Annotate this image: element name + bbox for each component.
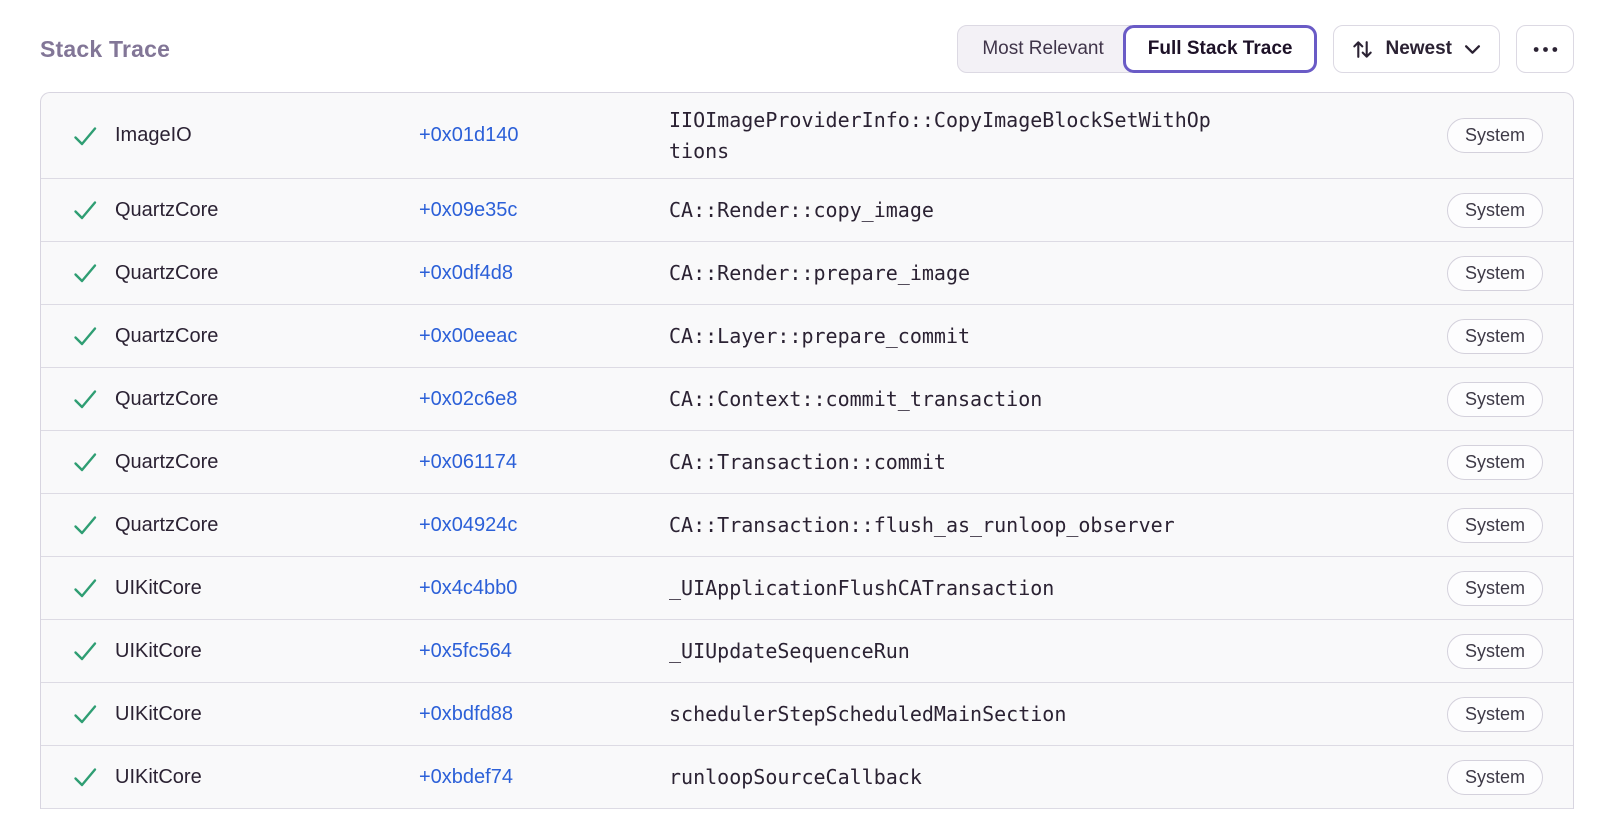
frame-address-link[interactable]: +0xbdef74	[419, 765, 513, 788]
frame-module: QuartzCore	[115, 324, 219, 347]
checkmark-icon	[71, 574, 115, 602]
frame-function: IIOImageProviderInfo::CopyImageBlockSetW…	[669, 107, 1211, 163]
frame-address-link[interactable]: +0x02c6e8	[419, 387, 518, 410]
stack-frame-row[interactable]: QuartzCore +0x09e35c CA::Render::copy_im…	[41, 179, 1573, 242]
stack-trace-rows: ImageIO +0x01d140 IIOImageProviderInfo::…	[40, 92, 1574, 809]
sort-arrows-icon	[1352, 39, 1373, 60]
frame-system-badge: System	[1446, 118, 1543, 153]
frame-function: CA::Transaction::commit	[669, 449, 946, 474]
frame-system-badge: System	[1446, 633, 1543, 669]
page-title: Stack Trace	[40, 35, 171, 62]
frame-module: QuartzCore	[115, 513, 219, 536]
stack-frame-row[interactable]: UIKitCore +0xbdef74 runloopSourceCallbac…	[41, 746, 1573, 809]
stack-frame-row[interactable]: QuartzCore +0x04924c CA::Transaction::fl…	[41, 494, 1573, 557]
stack-frame-row[interactable]: ImageIO +0x01d140 IIOImageProviderInfo::…	[41, 93, 1573, 179]
frame-system-badge: System	[1446, 444, 1543, 480]
checkmark-icon	[71, 196, 115, 224]
frame-system-badge: System	[1446, 507, 1543, 543]
stack-frame-row[interactable]: UIKitCore +0x4c4bb0 _UIApplicationFlushC…	[41, 557, 1573, 620]
more-options-button[interactable]	[1516, 25, 1574, 73]
frame-function: schedulerStepScheduledMainSection	[669, 701, 1067, 726]
checkmark-icon	[71, 448, 115, 476]
full-stack-trace-button[interactable]: Full Stack Trace	[1122, 25, 1318, 73]
frame-module: UIKitCore	[115, 576, 202, 599]
frame-module: QuartzCore	[115, 450, 219, 473]
checkmark-icon	[71, 511, 115, 539]
stack-trace-header: Stack Trace Most Relevant Full Stack Tra…	[40, 24, 1574, 74]
stack-frame-row[interactable]: UIKitCore +0xbdfd88 schedulerStepSchedul…	[41, 683, 1573, 746]
checkmark-icon	[71, 700, 115, 728]
frame-module: ImageIO	[115, 124, 192, 146]
frame-address-link[interactable]: +0x4c4bb0	[419, 576, 518, 599]
frame-function: CA::Render::prepare_image	[669, 260, 971, 285]
frame-function: runloopSourceCallback	[669, 764, 922, 789]
frame-module: QuartzCore	[115, 261, 219, 284]
sort-button[interactable]: Newest	[1333, 25, 1500, 73]
header-controls: Most Relevant Full Stack Trace Newest	[957, 25, 1574, 73]
checkmark-icon	[71, 322, 115, 350]
checkmark-icon	[71, 259, 115, 287]
frame-module: UIKitCore	[115, 639, 202, 662]
frame-address-link[interactable]: +0xbdfd88	[419, 702, 513, 725]
most-relevant-button[interactable]: Most Relevant	[957, 25, 1131, 73]
checkmark-icon	[71, 385, 115, 413]
frame-address-link[interactable]: +0x09e35c	[419, 198, 518, 221]
frame-system-badge: System	[1446, 192, 1543, 228]
frame-function: _UIUpdateSequenceRun	[669, 638, 910, 663]
stack-frame-row[interactable]: UIKitCore +0x5fc564 _UIUpdateSequenceRun…	[41, 620, 1573, 683]
frame-address-link[interactable]: +0x01d140	[419, 124, 519, 146]
frame-system-badge: System	[1446, 381, 1543, 417]
frame-module: QuartzCore	[115, 198, 219, 221]
checkmark-icon	[71, 637, 115, 665]
checkmark-icon	[71, 122, 115, 150]
stack-view-segmented-control: Most Relevant Full Stack Trace	[957, 25, 1318, 73]
frame-system-badge: System	[1446, 696, 1543, 732]
frame-function: CA::Context::commit_transaction	[669, 386, 1043, 411]
frame-function: _UIApplicationFlushCATransaction	[669, 575, 1055, 600]
frame-module: QuartzCore	[115, 387, 219, 410]
frame-function: CA::Transaction::flush_as_runloop_observ…	[669, 512, 1175, 537]
checkmark-icon	[71, 763, 115, 791]
frame-function: CA::Render::copy_image	[669, 197, 934, 222]
frame-function: CA::Layer::prepare_commit	[669, 323, 971, 348]
sort-button-label: Newest	[1385, 38, 1452, 59]
frame-address-link[interactable]: +0x5fc564	[419, 639, 512, 662]
frame-address-link[interactable]: +0x00eeac	[419, 324, 518, 347]
stack-frame-row[interactable]: QuartzCore +0x00eeac CA::Layer::prepare_…	[41, 305, 1573, 368]
stack-frame-row[interactable]: QuartzCore +0x02c6e8 CA::Context::commit…	[41, 368, 1573, 431]
frame-system-badge: System	[1446, 255, 1543, 291]
frame-address-link[interactable]: +0x0df4d8	[419, 261, 513, 284]
frame-address-link[interactable]: +0x04924c	[419, 513, 518, 536]
ellipsis-icon	[1532, 46, 1559, 53]
frame-system-badge: System	[1446, 759, 1543, 795]
stack-frame-row[interactable]: QuartzCore +0x0df4d8 CA::Render::prepare…	[41, 242, 1573, 305]
frame-module: UIKitCore	[115, 702, 202, 725]
frame-module: UIKitCore	[115, 765, 202, 788]
stack-frame-row[interactable]: QuartzCore +0x061174 CA::Transaction::co…	[41, 431, 1573, 494]
chevron-down-icon	[1464, 44, 1481, 55]
frame-system-badge: System	[1446, 570, 1543, 606]
frame-system-badge: System	[1446, 318, 1543, 354]
frame-address-link[interactable]: +0x061174	[419, 450, 518, 473]
